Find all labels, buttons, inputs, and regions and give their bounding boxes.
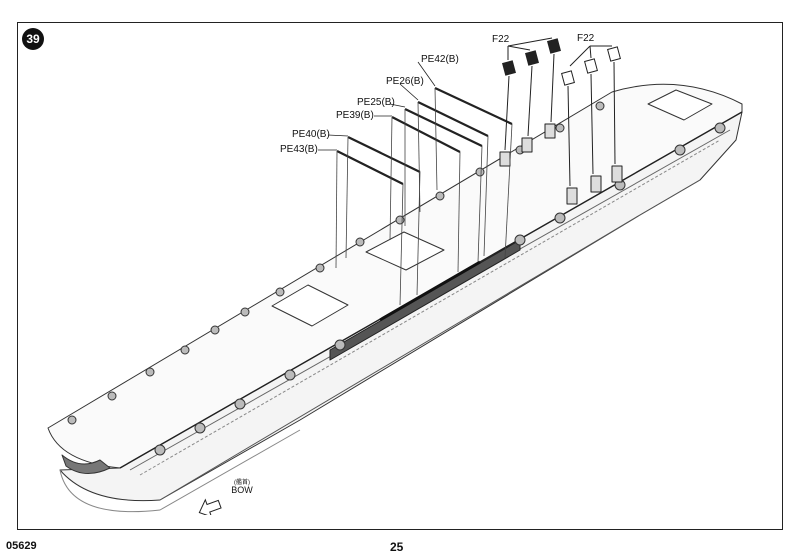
label-pe25: PE25(B) [357,97,395,108]
elevator-aft [647,89,713,121]
label-pe39: PE39(B) [336,110,374,121]
f22-part-left-3 [547,38,561,123]
f22-part-left-1 [502,60,516,151]
pe40-rail [347,136,421,173]
pe26-rail [417,101,489,137]
label-pe26: PE26(B) [386,76,424,87]
label-pe42: PE42(B) [421,54,459,65]
page-number: 25 [390,540,404,554]
flight-deck [47,83,743,469]
label-f22-right: F22 [577,33,595,44]
bow-label-en: BOW [231,485,253,496]
f22-part-right-2 [584,58,598,175]
page-frame [17,22,783,530]
f22-part-left-2 [525,50,539,137]
bow-label: (艦首) BOW [222,480,262,496]
pe39-rail [391,116,461,153]
label-pe40: PE40(B) [292,129,330,140]
elevator-fore [271,284,349,327]
bow-direction-arrow-icon [198,498,222,515]
product-code: 05629 [6,540,37,552]
step-number: 39 [26,32,40,46]
pe25-rail [404,108,483,147]
f22-part-right-1 [561,70,575,187]
step-number-badge: 39 [22,28,44,50]
pe43-rail [336,150,404,185]
f22-part-right-3 [607,46,621,165]
elevator-mid [365,231,445,271]
label-pe43: PE43(B) [280,144,318,155]
pe42-rail [434,87,513,125]
label-f22-left: F22 [492,34,510,45]
bow-label-cn: (艦首) [234,480,250,486]
